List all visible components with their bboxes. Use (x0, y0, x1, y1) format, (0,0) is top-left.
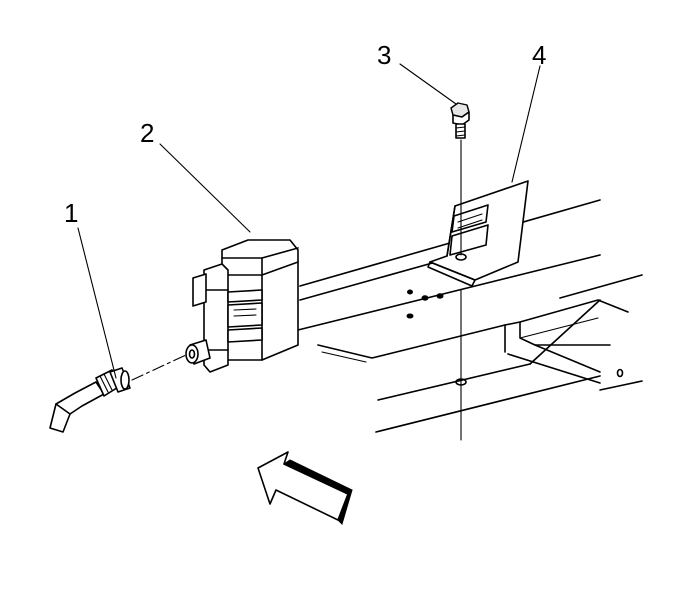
bolt (450, 102, 470, 139)
frame-rails (297, 199, 643, 433)
alignment-centerline (131, 354, 187, 381)
callout-1: 1 (64, 198, 78, 228)
bracket (427, 180, 529, 287)
hose-connector (49, 367, 131, 433)
canister-assembly (185, 239, 299, 373)
callout-2: 2 (140, 118, 154, 148)
callout-3: 3 (377, 40, 391, 70)
front-direction-arrow (257, 451, 353, 525)
callout-4: 4 (532, 40, 546, 70)
leader-lines (77, 63, 541, 379)
